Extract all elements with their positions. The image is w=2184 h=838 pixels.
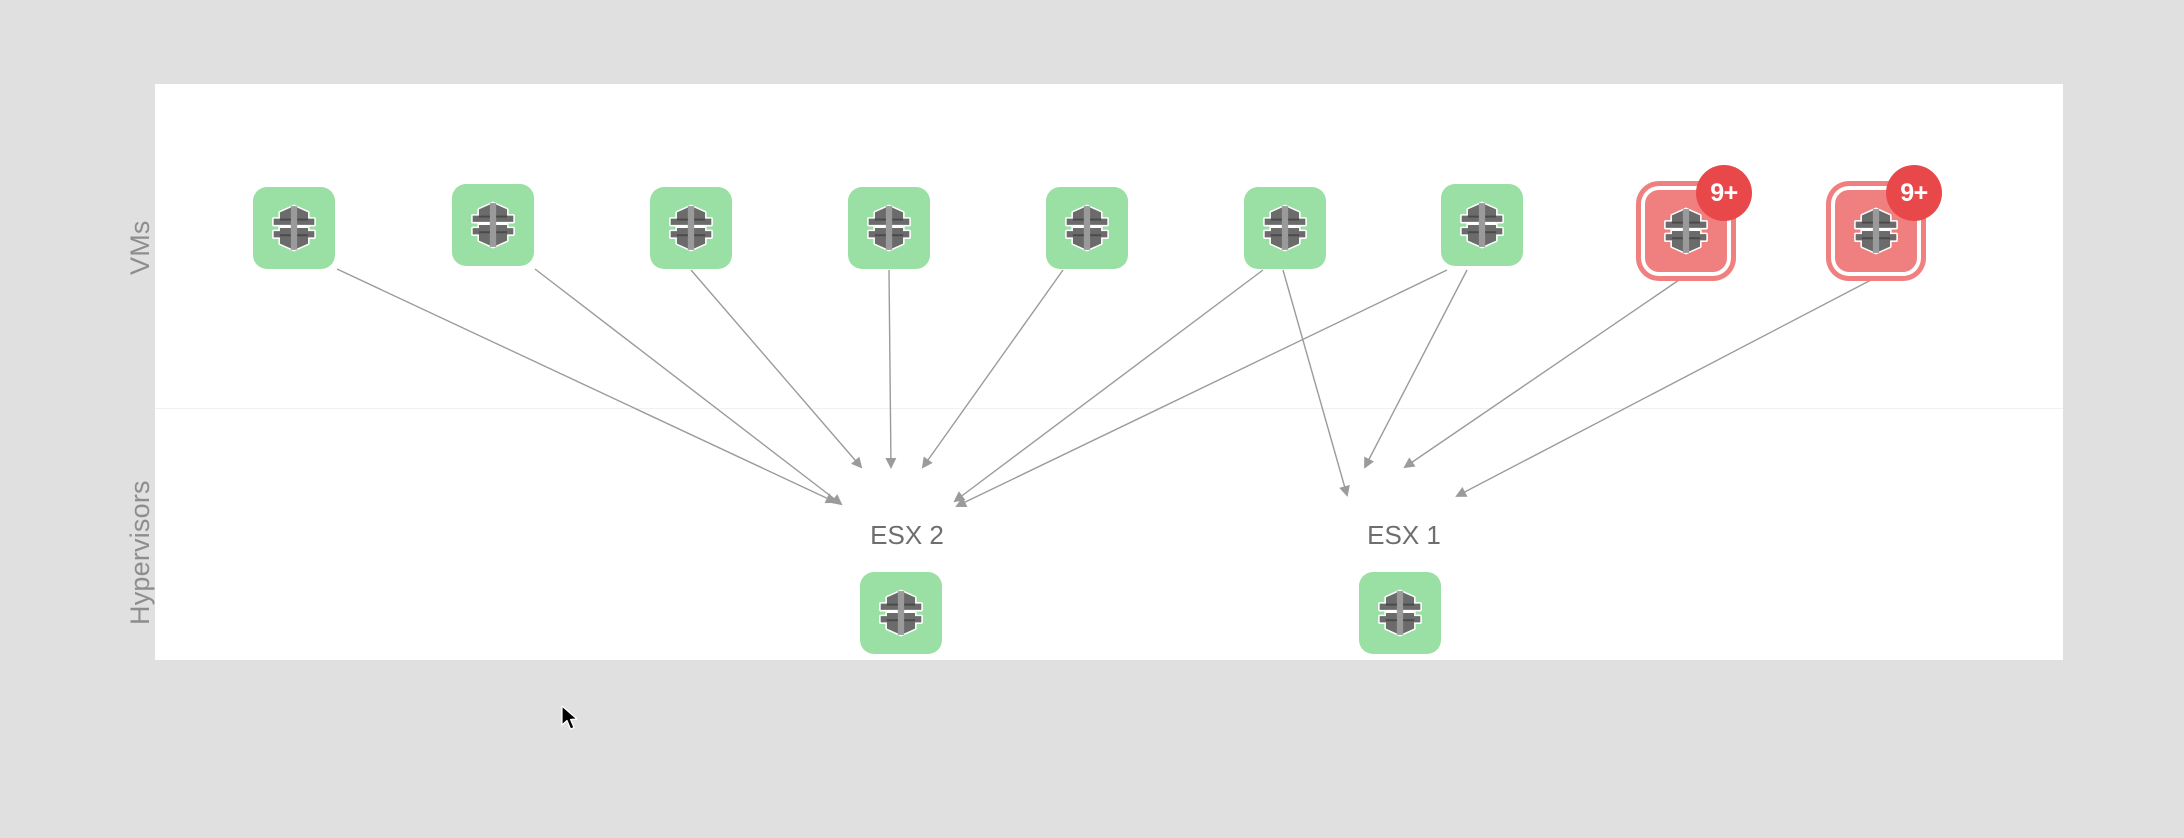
vm-instance-icon (867, 204, 911, 252)
vm-instance-icon (669, 204, 713, 252)
edge-vm7-esx2 (885, 269, 897, 469)
vm-node-vm1[interactable]: 9+ (1835, 165, 1942, 272)
vm-node-vm8[interactable] (1244, 187, 1326, 269)
swimlane-divider (155, 408, 2063, 409)
edge-vm5-esx2 (534, 268, 843, 506)
edge-layer (336, 268, 1872, 508)
edge-vm8-esx1 (1282, 269, 1350, 497)
vm-instance-icon (272, 204, 316, 252)
vm-instance-icon (1378, 589, 1422, 637)
edges-group (336, 268, 1872, 508)
node-label-esx2: ESX 2 (870, 520, 944, 550)
vm-node-vm4[interactable] (253, 187, 335, 269)
topology-panel: VM 4 VM 5 VM 6 VM 7 VM 9 VM 8 VM 3 VM 2 … (155, 84, 2063, 660)
edge-vm9-esx2 (921, 269, 1064, 469)
vm-instance-icon (1263, 204, 1307, 252)
vm-node-vm2[interactable]: 9+ (1645, 165, 1752, 272)
vm-instance-icon (471, 201, 515, 249)
vm-instance-icon (1854, 207, 1898, 255)
hypervisor-node-esx2[interactable] (860, 572, 942, 654)
hypervisor-node-esx1[interactable] (1359, 572, 1441, 654)
swimlane-label-vms: VMs (125, 220, 155, 275)
swimlane-label-hypervisors: Hypervisors (125, 480, 155, 625)
vm-instance-icon (1065, 204, 1109, 252)
vm-node-vm3[interactable] (1441, 184, 1523, 266)
edge-vm3-esx1 (1364, 269, 1468, 469)
edge-vm6-esx2 (690, 269, 863, 469)
edge-vm3-esx2 (955, 269, 1448, 508)
alert-badge-vm1[interactable]: 9+ (1886, 165, 1942, 221)
edge-vm2-esx1 (1403, 279, 1680, 469)
vm-node-vm5[interactable] (452, 184, 534, 266)
alert-badge-vm2[interactable]: 9+ (1696, 165, 1752, 221)
edge-vm4-esx2 (336, 268, 837, 504)
vm-node-vm9[interactable] (1046, 187, 1128, 269)
vm-node-vm6[interactable] (650, 187, 732, 269)
mouse-pointer-icon (561, 705, 578, 730)
node-label-esx1: ESX 1 (1367, 520, 1441, 550)
vm-instance-icon (879, 589, 923, 637)
edge-vm8-esx2 (953, 269, 1264, 503)
vm-instance-icon (1460, 201, 1504, 249)
vm-node-vm7[interactable] (848, 187, 930, 269)
edge-vm1-esx1 (1455, 279, 1872, 497)
vm-instance-icon (1664, 207, 1708, 255)
